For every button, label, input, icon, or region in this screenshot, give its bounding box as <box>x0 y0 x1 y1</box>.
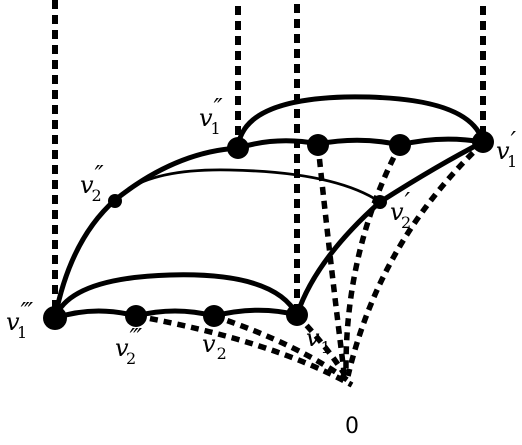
label-v2p: v′2 <box>390 188 411 232</box>
label-origin: 0 <box>345 414 359 439</box>
dotted-paths-to-origin <box>135 140 485 388</box>
vertex-labels: v″1 v″2 v‴1 v‴2 v2 v1 v′1 v′2 0 <box>6 94 517 439</box>
vertex-v2pp <box>108 194 122 208</box>
vertex-v2 <box>203 305 225 327</box>
vertical-dotted-lines <box>52 0 486 318</box>
label-v1ppp: v‴1 <box>6 298 34 342</box>
vertex-v2p <box>373 195 387 209</box>
vertex-v1 <box>286 304 308 326</box>
vertices <box>43 131 494 330</box>
label-v2ppp: v‴2 <box>115 324 143 368</box>
label-v1pp: v″1 <box>199 94 223 138</box>
edge-bottom-row <box>52 307 300 321</box>
solid-edges <box>52 94 486 321</box>
label-v1p: v′1 <box>496 127 517 171</box>
edge-top-arch <box>235 94 486 151</box>
vertex-v1p <box>472 131 494 153</box>
label-v2: v2 <box>202 330 227 363</box>
path-dot3-to-origin <box>343 143 403 373</box>
path-v1p-to-origin <box>345 140 485 377</box>
edge-bottom-arch <box>52 272 300 321</box>
vertex-v1ppp <box>43 306 67 330</box>
path-v2-to-origin <box>213 313 352 385</box>
vertex-top-2 <box>307 134 329 156</box>
vertex-v1pp <box>227 137 249 159</box>
vertex-top-3 <box>389 134 411 156</box>
vertex-v2ppp <box>125 305 147 327</box>
edge-right-curve <box>294 139 486 318</box>
edge-v2pp-v2p <box>113 168 382 204</box>
edge-top-row <box>235 136 486 151</box>
label-v1: v1 <box>306 324 331 357</box>
label-v2pp: v″2 <box>80 161 104 205</box>
path-dot2-to-origin <box>315 144 347 373</box>
path-v2ppp-to-origin <box>135 313 354 388</box>
path-v1-to-origin <box>294 313 351 382</box>
